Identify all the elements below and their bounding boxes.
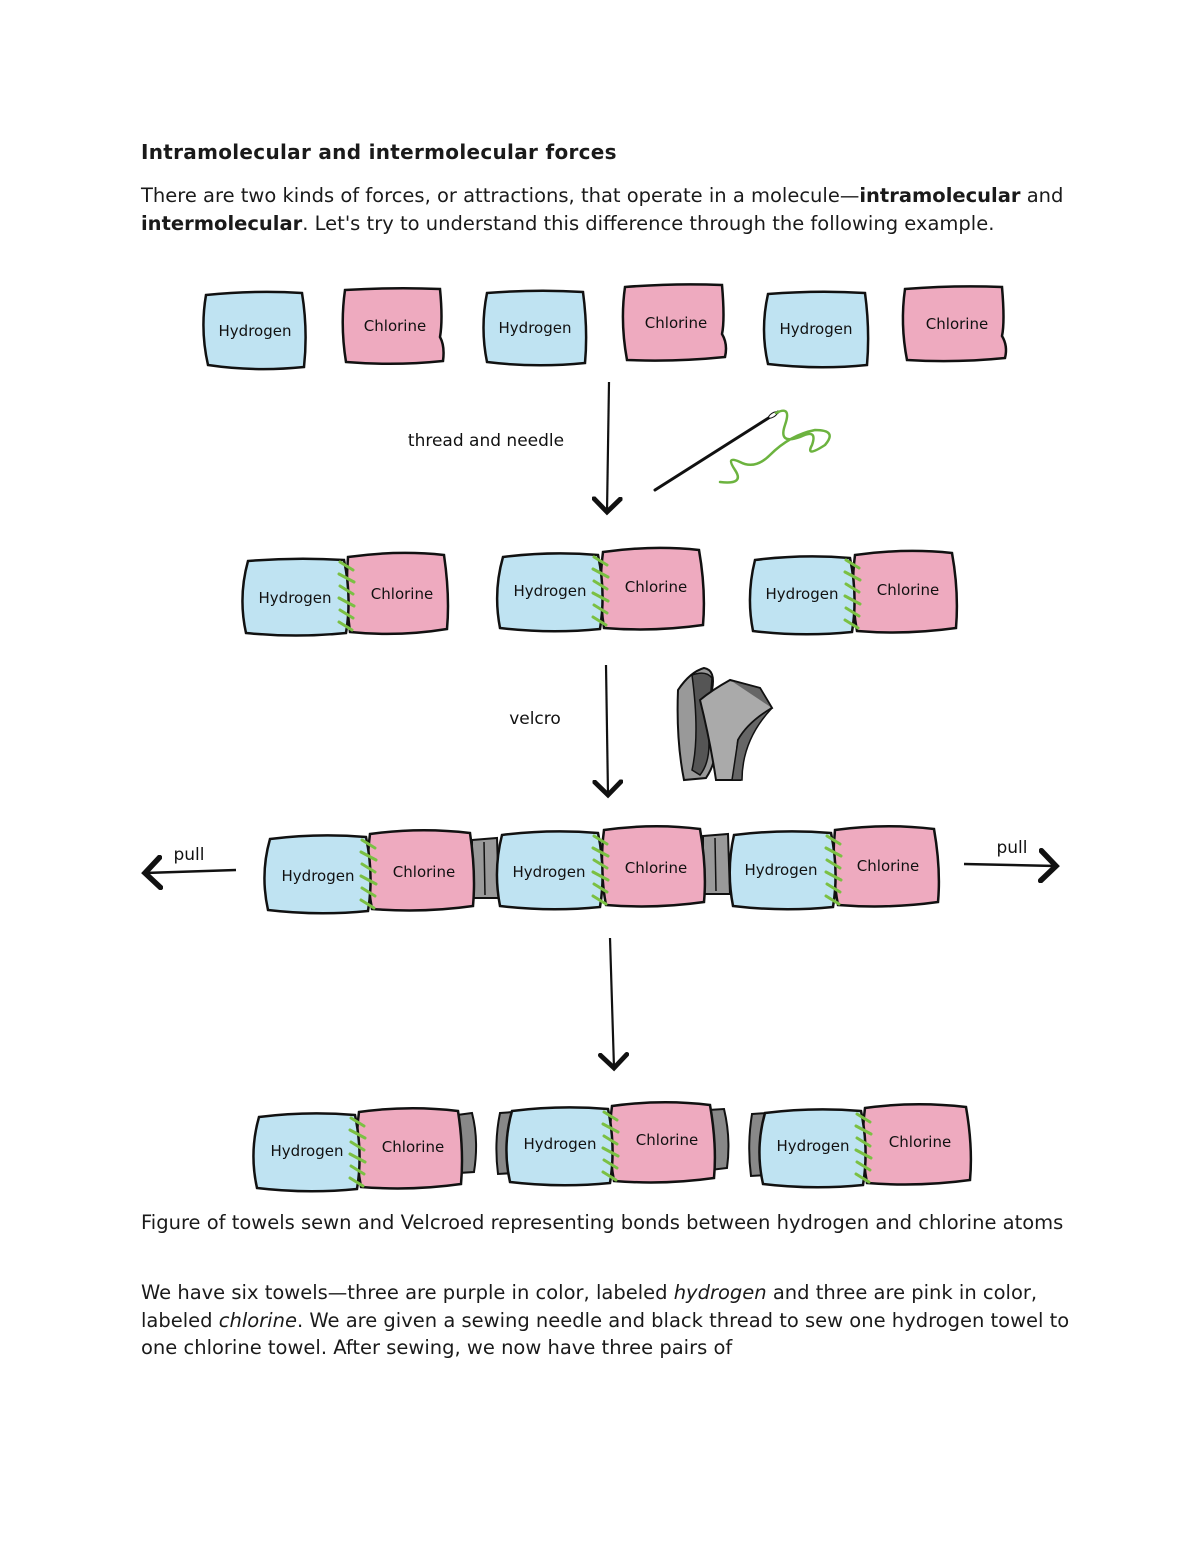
- separated-pair-1: Hydrogen Chlorine: [252, 1107, 478, 1193]
- separated-pair-2: Hydrogen Chlorine: [495, 1101, 730, 1187]
- separated-pair-3: Hydrogen Chlorine: [748, 1102, 973, 1189]
- row-velcroed-chain: Hydrogen Chlorine Hydrogen Chlorine Hydr…: [263, 825, 941, 915]
- sewn-pair-1: Hydrogen Chlorine: [241, 551, 450, 637]
- towel-label: Hydrogen: [780, 320, 853, 338]
- body-text-2: and three are pink in color, labeled: [141, 1281, 1038, 1332]
- body-em-hydrogen: hydrogen: [673, 1281, 767, 1304]
- sewn-pair-3: Hydrogen Chlorine: [748, 549, 959, 636]
- body-text-3: . We are given a sewing needle and black…: [141, 1308, 1070, 1360]
- chain-pair-3: Hydrogen Chlorine: [728, 825, 941, 911]
- towel-hydrogen-1: Hydrogen: [202, 290, 307, 371]
- towel-label: Hydrogen: [766, 585, 839, 603]
- arrow-down-2: [606, 664, 608, 795]
- body-em-chlorine: chlorine: [218, 1308, 297, 1332]
- towel-label: Chlorine: [857, 857, 919, 875]
- body-paragraph: We have six towels—three are purple in c…: [141, 1279, 1081, 1362]
- figure-caption: Figure of towels sewn and Velcroed repre…: [141, 1211, 1064, 1234]
- towel-label: Hydrogen: [524, 1135, 597, 1153]
- towel-label: Hydrogen: [499, 319, 572, 337]
- pull-right-label: pull: [996, 838, 1027, 858]
- towel-label: Hydrogen: [282, 867, 355, 885]
- page-heading: Intramolecular and intermolecular forces: [141, 140, 617, 164]
- velcro-label: velcro: [509, 709, 561, 729]
- intro-text-3: . Let's try to understand this differenc…: [302, 211, 995, 235]
- thread-and-needle-label: thread and needle: [408, 431, 564, 451]
- towel-label: Hydrogen: [259, 589, 332, 607]
- intro-paragraph: There are two kinds of forces, or attrac…: [141, 182, 1081, 237]
- towel-label: Chlorine: [636, 1131, 698, 1149]
- towel-label: Hydrogen: [514, 582, 587, 600]
- velcro-icon: [676, 666, 774, 782]
- towel-label: Chlorine: [382, 1138, 444, 1156]
- towel-label: Hydrogen: [219, 322, 292, 340]
- towel-label: Chlorine: [926, 315, 988, 333]
- velcro-strip-2: [702, 832, 732, 895]
- towel-label: Chlorine: [625, 859, 687, 877]
- row-sewn-pairs: Hydrogen Chlorine Hydrogen Chlorine Hydr…: [241, 546, 959, 637]
- towel-hydrogen-2: Hydrogen: [482, 289, 588, 367]
- arrow-down-3: [610, 937, 614, 1068]
- towel-label: Hydrogen: [777, 1137, 850, 1155]
- row-separate-towels: Hydrogen Chlorine Hydrogen Chlorine Hydr…: [202, 283, 1008, 371]
- towel-label: Chlorine: [889, 1133, 951, 1151]
- chain-pair-2: Hydrogen Chlorine: [495, 825, 707, 911]
- pull-arrow-right: [963, 864, 1056, 866]
- intro-bold-intramolecular: intramolecular: [859, 184, 1021, 207]
- towel-label: Chlorine: [645, 314, 707, 332]
- towel-label: Chlorine: [371, 585, 433, 603]
- pull-left-label: pull: [173, 845, 204, 865]
- towel-label: Chlorine: [364, 317, 426, 335]
- towel-chlorine-1: Chlorine: [341, 286, 445, 366]
- needle-icon: [653, 409, 831, 492]
- towel-chlorine-3: Chlorine: [901, 285, 1008, 363]
- towel-label: Hydrogen: [271, 1142, 344, 1160]
- intro-bold-intermolecular: intermolecular: [141, 211, 303, 235]
- towels-figure: Hydrogen Chlorine Hydrogen Chlorine Hydr…: [0, 283, 1200, 1193]
- towel-label: Chlorine: [625, 578, 687, 596]
- towel-label: Hydrogen: [513, 863, 586, 881]
- towel-hydrogen-3: Hydrogen: [762, 290, 870, 369]
- body-text-1: We have six towels—three are purple in c…: [141, 1281, 674, 1304]
- chain-pair-1: Hydrogen Chlorine: [263, 828, 476, 915]
- towel-label: Hydrogen: [745, 861, 818, 879]
- row-separated-pairs: Hydrogen Chlorine Hydrogen Chlorine Hydr…: [252, 1101, 973, 1193]
- velcro-strip-1: [471, 836, 501, 899]
- towel-label: Chlorine: [877, 581, 939, 599]
- towel-chlorine-2: Chlorine: [621, 283, 728, 362]
- intro-text-2: and: [1020, 184, 1064, 207]
- towel-label: Chlorine: [393, 863, 455, 881]
- arrow-down-1: [607, 381, 609, 512]
- pull-arrow-left: [145, 870, 237, 873]
- intro-text-1: There are two kinds of forces, or attrac…: [141, 184, 860, 207]
- sewn-pair-2: Hydrogen Chlorine: [495, 546, 706, 633]
